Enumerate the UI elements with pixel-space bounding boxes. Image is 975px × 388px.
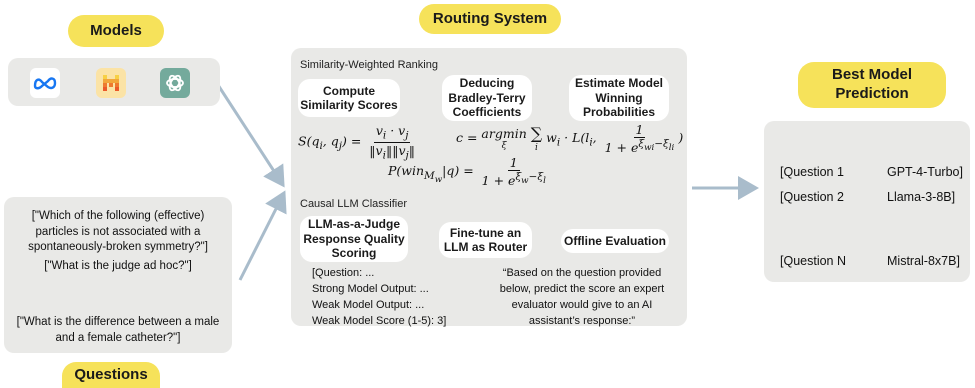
models-title: Models <box>68 15 164 47</box>
question-item-2: ["What is the judge ad hoc?"] <box>44 260 192 272</box>
router-prompt-text: “Based on the question provided below, p… <box>499 267 665 327</box>
routing-title: Routing System <box>419 4 561 34</box>
bradley-terry-box: Deducing Bradley-Terry Coefficients <box>442 75 532 121</box>
question-item-3: ["What is the difference between a male … <box>16 316 220 344</box>
judge-example-line-3: Weak Model Output: ... <box>312 298 425 311</box>
question-item-1: ["Which of the following (effective) par… <box>28 210 208 254</box>
openai-logo-icon <box>160 68 190 98</box>
prediction-panel <box>764 121 970 282</box>
llm-judge-box: LLM-as-a-Judge Response Quality Scoring <box>300 216 408 262</box>
offline-evaluation-box: Offline Evaluation <box>561 229 669 253</box>
prediction-row-3-question: [Question N <box>780 254 847 268</box>
judge-example: [Question: ... Strong Model Output: ... … <box>312 266 446 330</box>
meta-logo-icon <box>30 68 60 98</box>
similarity-formula: S(qi, qj) = vi · vj‖vi‖‖vj‖ <box>298 123 415 161</box>
prediction-row-3-model: Mistral-8x7B] <box>887 254 960 268</box>
mistral-logo-icon <box>96 68 126 98</box>
judge-example-line-1: [Question: ... <box>312 267 375 279</box>
judge-example-line-4: Weak Model Score (1-5): 3] <box>312 314 447 327</box>
prediction-row-1-question: [Question 1 <box>780 165 844 179</box>
questions-panel <box>4 197 232 353</box>
prediction-title: Best Model Prediction <box>798 62 946 108</box>
judge-example-line-2: Strong Model Output: ... <box>312 282 429 295</box>
arrow-questions-to-routing <box>238 190 287 281</box>
prediction-row-1-model: GPT-4-Turbo] <box>887 165 963 179</box>
arrow-models-to-routing <box>216 84 285 188</box>
classifier-section-label: Causal LLM Classifier <box>300 198 407 210</box>
compute-similarity-box: Compute Similarity Scores <box>298 79 400 117</box>
similarity-section-label: Similarity-Weighted Ranking <box>300 59 438 71</box>
questions-title: Questions <box>62 362 160 388</box>
fine-tune-router-box: Fine-tune an LLM as Router <box>439 222 532 258</box>
prediction-row-2-model: Llama-3-8B] <box>887 190 956 204</box>
prediction-row-2-question: [Question 2 <box>780 190 844 204</box>
model-winning-prob-box: Estimate Model Winning Probabilities <box>569 75 669 121</box>
